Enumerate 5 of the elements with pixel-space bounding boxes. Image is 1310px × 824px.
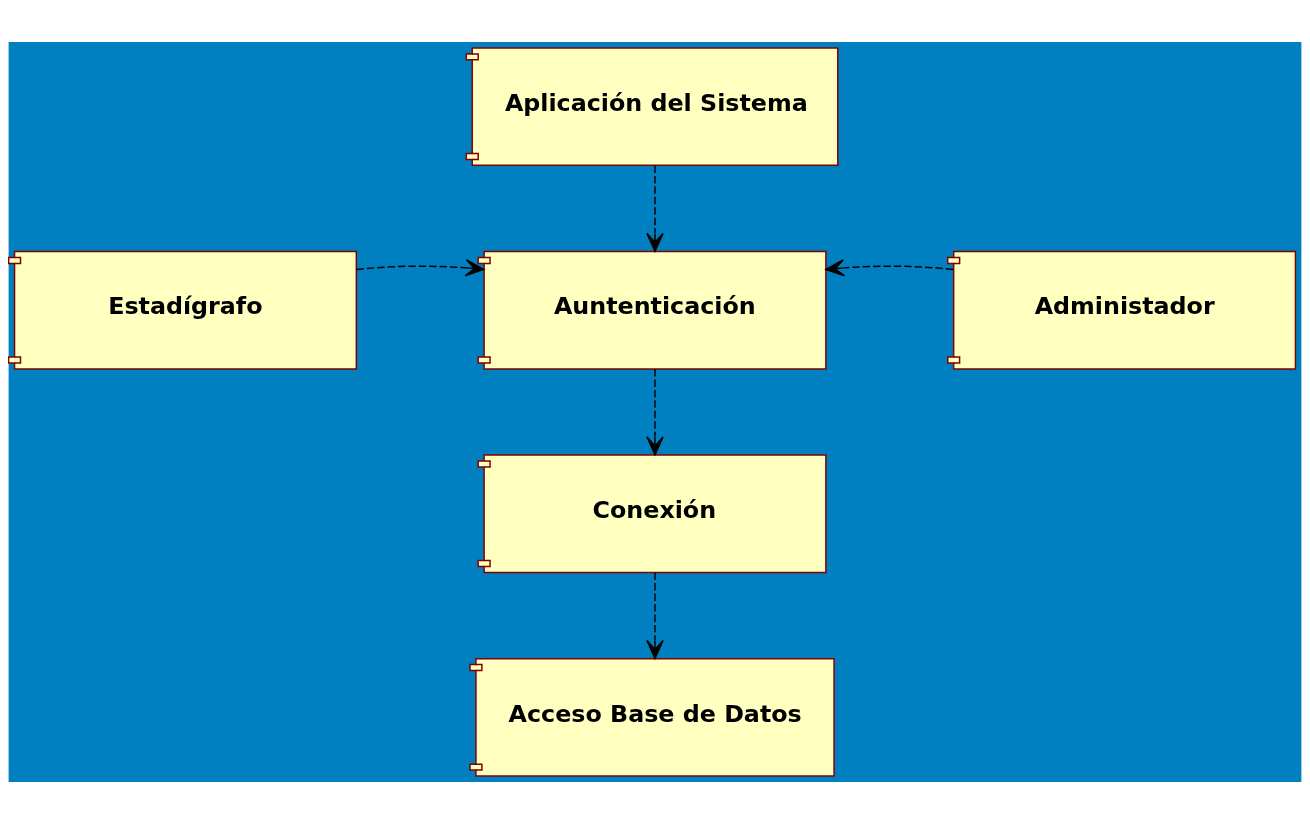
arrow <box>646 164 664 252</box>
arrow <box>646 368 664 456</box>
arrow <box>646 572 664 660</box>
arrow <box>355 259 485 277</box>
arrow <box>825 259 954 277</box>
